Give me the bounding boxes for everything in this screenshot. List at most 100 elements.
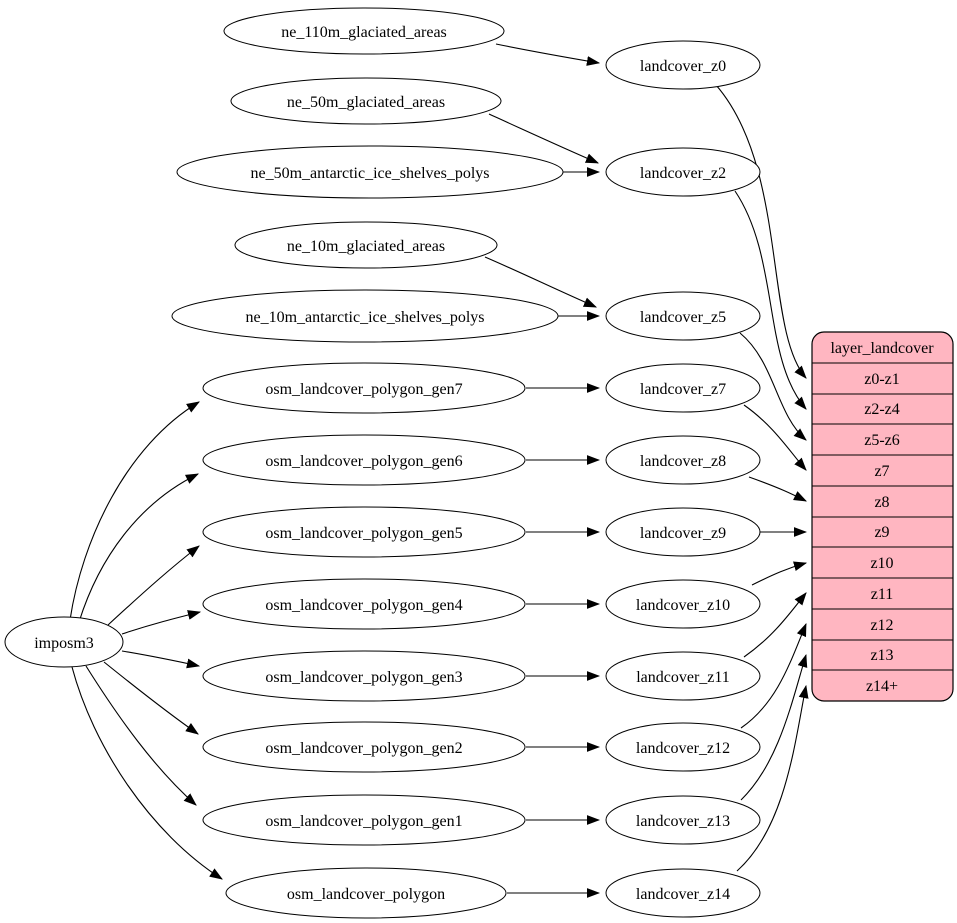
stage-ellipse [605,363,761,413]
source-label: osm_landcover_polygon_gen5 [265,525,462,542]
edge-imposm3-gen7 [69,401,200,621]
source-label: ne_50m_glaciated_areas [287,94,445,111]
source-ellipse [202,794,526,846]
imposm3-label: imposm3 [34,635,94,652]
stage-label: landcover_z8 [640,453,726,470]
stage-label: landcover_z13 [636,813,730,830]
node-ne-10m-glaciated-areas: ne_10m_glaciated_areas [234,221,498,269]
source-label: osm_landcover_polygon [287,886,445,903]
node-osm-landcover-polygon-gen4: osm_landcover_polygon_gen4 [202,578,526,630]
node-osm-landcover-polygon: osm_landcover_polygon [225,867,507,919]
node-ne-50m-glaciated-areas: ne_50m_glaciated_areas [230,77,502,125]
node-landcover-z2: landcover_z2 [605,147,761,197]
edge-z14-row [736,684,809,872]
source-label: osm_landcover_polygon_gen6 [265,453,462,470]
source-ellipse [202,650,526,702]
stage-ellipse [605,147,761,197]
stage-label: landcover_z9 [640,525,726,542]
source-ellipse [234,221,498,269]
node-landcover-z11: landcover_z11 [605,651,761,701]
source-ellipse [202,506,526,558]
source-label: osm_landcover_polygon_gen4 [265,597,462,614]
edge-imposm3-gen6 [78,473,199,623]
source-label: osm_landcover_polygon_gen2 [265,740,462,757]
stage-label: landcover_z10 [636,597,730,614]
node-landcover-z8: landcover_z8 [605,435,761,485]
source-label: ne_10m_glaciated_areas [287,238,445,255]
edge-ne10m-glaciated-z5 [484,256,598,308]
edge-z12-row [740,622,807,729]
source-label: osm_landcover_polygon_gen1 [265,813,462,830]
table-row-z13: z13 [870,647,893,664]
source-ellipse [171,289,559,343]
edge-imposm3-gen2 [103,661,199,735]
table-row-z5-z6: z5-z6 [864,432,900,449]
source-ellipse [202,721,526,773]
stage-ellipse [605,722,761,772]
stage-label: landcover_z7 [640,381,726,398]
edge-z5-row [739,332,807,441]
edge-z2-row [734,190,807,410]
source-ellipse [225,867,507,919]
source-label: ne_10m_antarctic_ice_shelves_polys [245,309,484,326]
stage-ellipse [605,579,761,629]
edge-imposm3-polygon [71,666,223,880]
source-ellipse [202,578,526,630]
stage-label: landcover_z14 [636,886,730,903]
node-landcover-z5: landcover_z5 [605,291,761,341]
node-landcover-z0: landcover_z0 [605,40,761,90]
node-landcover-z10: landcover_z10 [605,579,761,629]
node-osm-landcover-polygon-gen2: osm_landcover_polygon_gen2 [202,721,526,773]
stage-label: landcover_z0 [640,58,726,75]
source-ellipse [230,77,502,125]
node-landcover-z7: landcover_z7 [605,363,761,413]
stage-label: landcover_z12 [636,740,730,757]
stage-ellipse [605,868,761,918]
edge-z8-row [748,476,807,502]
node-ne-50m-antarctic-ice-shelves-polys: ne_50m_antarctic_ice_shelves_polys [176,145,564,199]
stage-label: landcover_z11 [636,669,730,686]
source-label: osm_landcover_polygon_gen3 [265,669,462,686]
edge-imposm3-gen5 [107,545,200,626]
node-ne-10m-antarctic-ice-shelves-polys: ne_10m_antarctic_ice_shelves_polys [171,289,559,343]
edge-imposm3-gen4 [121,610,202,635]
stage-ellipse [605,651,761,701]
table-row-z7: z7 [874,463,889,480]
table-row-z11: z11 [871,586,894,603]
edge-imposm3-gen1 [85,665,197,806]
source-label: ne_110m_glaciated_areas [281,24,447,41]
node-osm-landcover-polygon-gen6: osm_landcover_polygon_gen6 [202,434,526,486]
edge-z10-row [751,561,808,586]
node-landcover-z13: landcover_z13 [605,795,761,845]
edge-imposm3-gen3 [121,650,201,669]
source-label: osm_landcover_polygon_gen7 [265,381,462,398]
edge-z13-row [740,653,808,801]
table-row-z0-z1: z0-z1 [864,371,900,388]
node-landcover-z12: landcover_z12 [605,722,761,772]
stage-ellipse [605,291,761,341]
edge-ne50m-glaciated-z2 [488,113,600,164]
stage-ellipse [605,435,761,485]
edge-ne110m-z0 [495,43,601,66]
stage-label: landcover_z5 [640,309,726,326]
edge-z0-row [715,84,807,379]
node-osm-landcover-polygon-gen7: osm_landcover_polygon_gen7 [202,362,526,414]
source-ellipse [223,7,505,55]
node-landcover-z9: landcover_z9 [605,507,761,557]
table-row-z12: z12 [870,617,893,634]
source-label: ne_50m_antarctic_ice_shelves_polys [250,165,489,182]
node-imposm3: imposm3 [4,616,124,668]
node-ne-110m-glaciated-areas: ne_110m_glaciated_areas [223,7,505,55]
table-title: layer_landcover [830,340,934,357]
source-ellipse [202,434,526,486]
stage-ellipse [605,40,761,90]
edge-z7-row [743,404,807,471]
imposm3-ellipse [4,616,124,668]
node-osm-landcover-polygon-gen1: osm_landcover_polygon_gen1 [202,794,526,846]
node-osm-landcover-polygon-gen3: osm_landcover_polygon_gen3 [202,650,526,702]
edge-z11-row [743,592,807,658]
table-row-z2-z4: z2-z4 [864,401,900,418]
source-ellipse [202,362,526,414]
